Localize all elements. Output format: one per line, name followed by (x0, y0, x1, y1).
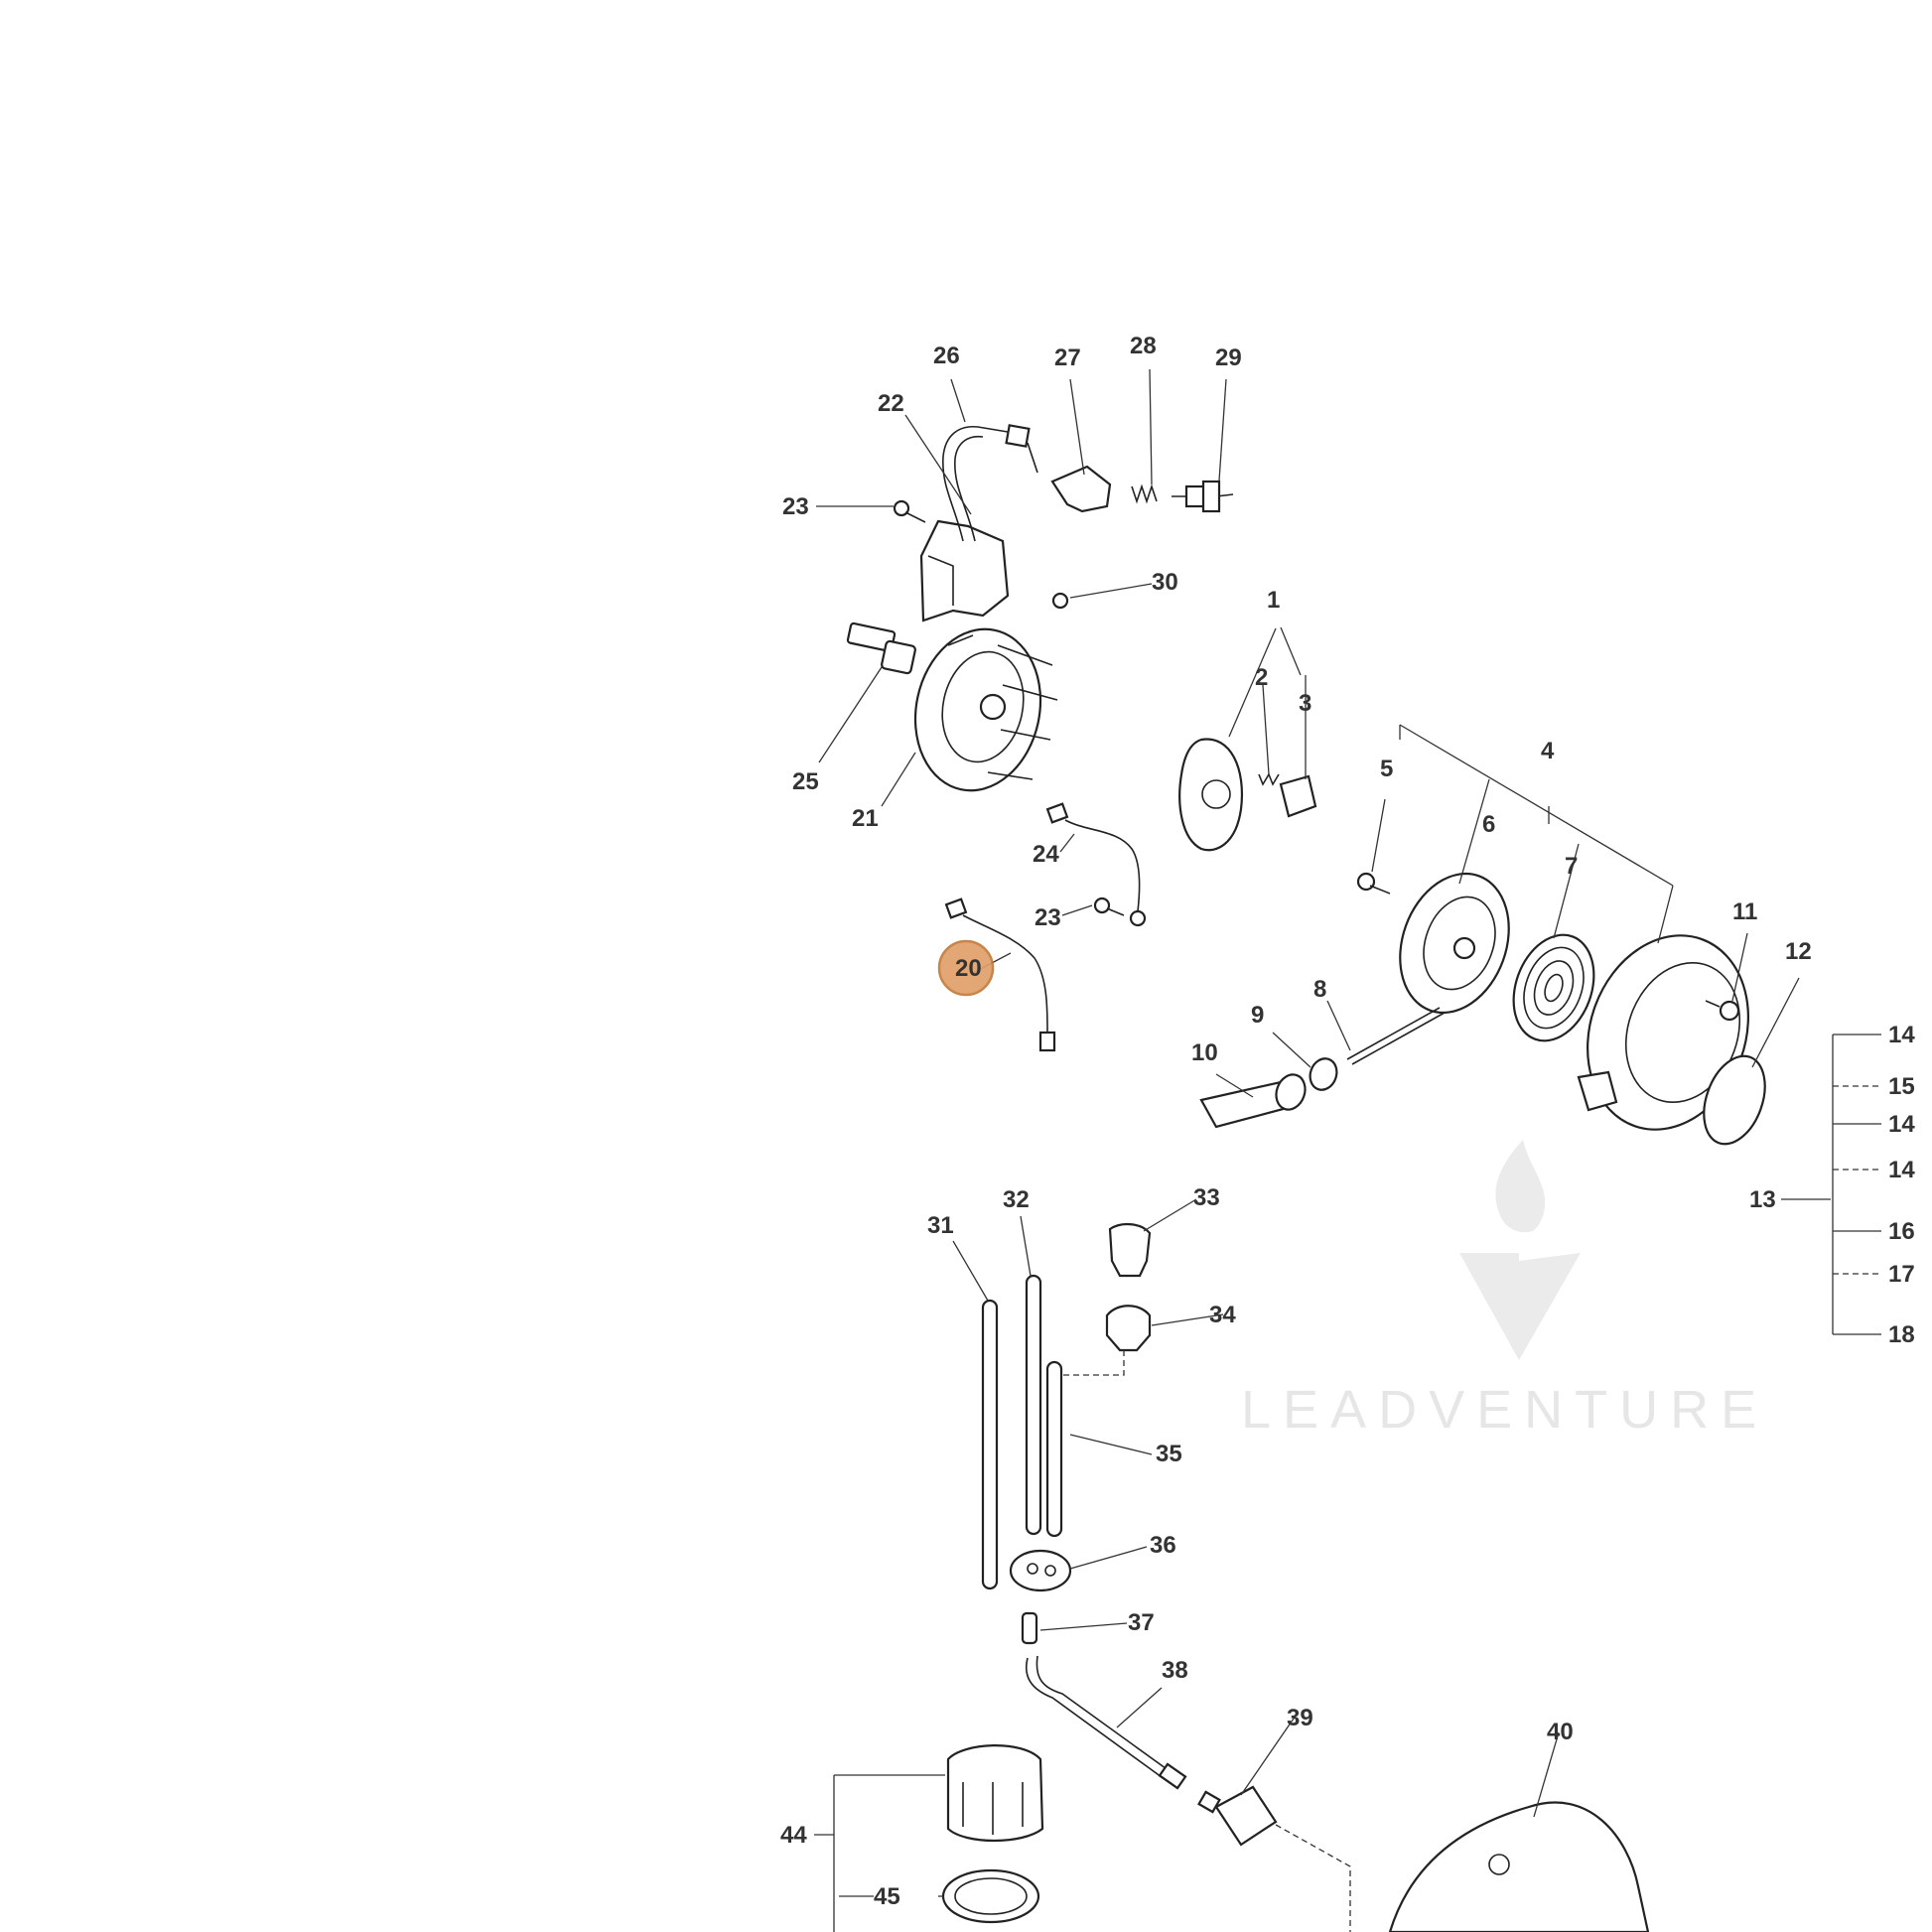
clutch-spring (1258, 772, 1280, 786)
callout-27[interactable]: 27 (1054, 345, 1081, 371)
fitting-39 (1197, 1785, 1278, 1847)
callout-8[interactable]: 8 (1313, 976, 1326, 1003)
callout-9[interactable]: 9 (1251, 1002, 1264, 1029)
callout-34[interactable]: 34 (1209, 1302, 1236, 1328)
callout-26[interactable]: 26 (933, 343, 960, 369)
callout-5[interactable]: 5 (1380, 756, 1393, 782)
tube-31 (981, 1299, 999, 1590)
callout-23b[interactable]: 23 (1035, 904, 1061, 931)
lead-wire-20 (944, 897, 1056, 1052)
plug-cap (1050, 465, 1112, 513)
callout-11[interactable]: 11 (1732, 898, 1757, 925)
connector-line-34-35 (1060, 1350, 1125, 1376)
callout-25[interactable]: 25 (792, 768, 819, 795)
callout-33[interactable]: 33 (1193, 1184, 1220, 1211)
screw-23b (1093, 897, 1125, 916)
spark-plug (1172, 480, 1234, 513)
nut-25 (846, 621, 916, 675)
callout-12[interactable]: 12 (1785, 938, 1812, 965)
callout-14b[interactable]: 14 (1888, 1111, 1915, 1138)
callout-15[interactable]: 15 (1888, 1073, 1915, 1100)
lead-wire-24 (1045, 802, 1147, 927)
grommet-36 (1009, 1549, 1072, 1592)
callout-35[interactable]: 35 (1156, 1441, 1182, 1467)
bushing-9 (1309, 1057, 1338, 1091)
callout-28[interactable]: 28 (1130, 333, 1157, 359)
callout-32[interactable]: 32 (1003, 1186, 1030, 1213)
callout-45[interactable]: 45 (874, 1883, 900, 1910)
ignition-coil (919, 424, 1038, 622)
callout-20[interactable]: 20 (955, 955, 982, 982)
clutch-shoe (1178, 738, 1243, 852)
callout-44[interactable]: 44 (780, 1822, 807, 1849)
callout-14c[interactable]: 14 (1888, 1157, 1915, 1183)
callout-7[interactable]: 7 (1565, 853, 1578, 880)
leader-lines (814, 368, 1881, 1932)
callout-39[interactable]: 39 (1287, 1705, 1313, 1731)
callout-22[interactable]: 22 (878, 390, 904, 417)
flywheel (913, 627, 1058, 792)
callout-38[interactable]: 38 (1162, 1657, 1188, 1684)
filter-34 (1105, 1305, 1152, 1352)
callout-40[interactable]: 40 (1547, 1719, 1574, 1745)
callout-1[interactable]: 1 (1267, 587, 1280, 614)
callout-36[interactable]: 36 (1150, 1532, 1176, 1559)
fuel-tank-40 (1388, 1801, 1650, 1932)
callout-13[interactable]: 13 (1749, 1186, 1776, 1213)
washer-30 (1051, 592, 1069, 610)
screw-5 (1356, 872, 1391, 895)
screw-11 (1705, 1000, 1740, 1022)
fuel-hose-38 (1026, 1655, 1187, 1790)
o-ring-12 (1703, 1054, 1766, 1146)
callout-4[interactable]: 4 (1541, 738, 1555, 764)
highlight-marker[interactable] (937, 939, 995, 997)
rope-8 (1346, 1007, 1446, 1065)
spring-28 (1131, 483, 1158, 504)
callout-3[interactable]: 3 (1299, 690, 1311, 717)
callout-24[interactable]: 24 (1033, 841, 1059, 868)
callout-10[interactable]: 10 (1191, 1039, 1218, 1066)
callout-14a[interactable]: 14 (1888, 1022, 1915, 1048)
starter-case (1577, 934, 1749, 1131)
callout-17[interactable]: 17 (1888, 1261, 1915, 1288)
screw-23a (893, 499, 926, 523)
watermark-logo: LEADVENTURE (1241, 1140, 1768, 1440)
callout-23a[interactable]: 23 (782, 493, 809, 520)
fuel-cap-44 (946, 1744, 1044, 1843)
connector-line-39 (1275, 1824, 1351, 1932)
tube-35 (1045, 1360, 1063, 1538)
clutch-shoe-small (1279, 774, 1317, 818)
tube-32 (1025, 1274, 1042, 1536)
gasket-45 (941, 1868, 1040, 1924)
starter-handle (1199, 1073, 1307, 1129)
screw-37 (1021, 1611, 1038, 1645)
callout-18[interactable]: 18 (1888, 1321, 1915, 1348)
callout-2[interactable]: 2 (1255, 664, 1268, 691)
spring-7 (1512, 933, 1595, 1042)
watermark-text: LEADVENTURE (1241, 1380, 1768, 1440)
pulley-6 (1399, 872, 1510, 1015)
filter-33 (1108, 1223, 1152, 1278)
callout-29[interactable]: 29 (1215, 345, 1242, 371)
callout-labels: 1 2 3 4 5 6 7 8 9 10 11 12 13 14 15 14 1… (780, 333, 1915, 1910)
callout-16[interactable]: 16 (1888, 1218, 1915, 1245)
callout-31[interactable]: 31 (927, 1212, 954, 1239)
callout-30[interactable]: 30 (1152, 569, 1178, 596)
callout-6[interactable]: 6 (1482, 811, 1495, 838)
callout-37[interactable]: 37 (1128, 1609, 1155, 1636)
callout-21[interactable]: 21 (852, 805, 879, 832)
